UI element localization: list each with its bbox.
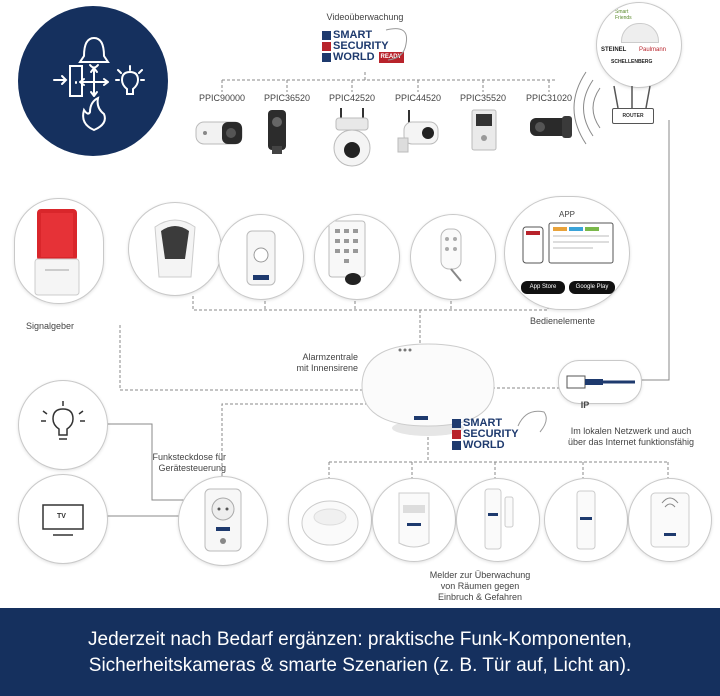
ip-circle (558, 360, 642, 404)
motion-detector-circle (372, 478, 456, 562)
camera-ppic42520-icon (333, 108, 371, 167)
alarmzentrale-label-1: Alarmzentrale (302, 352, 358, 362)
ip-description-2: über das Internet funktionsfähig (567, 437, 695, 447)
siren-circle (14, 198, 104, 304)
camera-ppic36520-icon (268, 110, 286, 154)
smart-friends-hub-icon (621, 23, 659, 43)
move-arrows-icon (79, 67, 109, 97)
logo-square-icon (452, 419, 461, 428)
remote-circle (410, 214, 496, 300)
vibration-sensor-circle (544, 478, 628, 562)
lamp-circle (18, 380, 108, 470)
funksteckdose-label-2: Gerätesteuerung (158, 463, 226, 473)
google-play-badge[interactable]: Google Play (569, 281, 615, 294)
water-detector-icon (650, 492, 690, 548)
signalgeber-label: Signalgeber (26, 321, 75, 331)
banner-line-1: Jederzeit nach Bedarf ergänzen: praktisc… (88, 629, 632, 650)
melder-label-3: Einbruch & Gefahren (437, 592, 523, 602)
scenarios-icon-circle (18, 6, 168, 156)
camera-label-6: PPIC31020 (525, 93, 573, 103)
melder-label-1: Melder zur Überwachung (429, 570, 531, 580)
alarm-hub-icon (361, 343, 495, 436)
funksteckdose-label-1: Funksteckdose für (152, 452, 226, 462)
camera-label-3: PPIC42520 (328, 93, 376, 103)
app-store-badge[interactable]: App Store (521, 281, 565, 294)
melder-label-2: von Räumen gegen (440, 581, 520, 591)
tv-label: TV (57, 513, 66, 520)
camera-label-4: PPIC44520 (394, 93, 442, 103)
camera-ppic31020-icon (530, 116, 572, 138)
smoke-detector-icon (301, 500, 359, 546)
keypad-icon (328, 220, 366, 285)
camera-ppic44520-icon (397, 110, 439, 153)
partner-logos-circle: Smart Friends STEINEL Paulmann SCHELLENB… (596, 2, 682, 88)
light-bulb-icon (115, 65, 145, 95)
door-exit-icon (53, 65, 83, 97)
outdoor-siren-circle (128, 202, 222, 296)
camera-ppic35520-icon (471, 109, 497, 151)
doorbell-icon (246, 230, 276, 286)
smart-plug-circle (178, 476, 268, 566)
fire-icon (82, 96, 106, 132)
cable-icon (517, 410, 547, 433)
logo-lock-icon (452, 430, 461, 439)
water-detector-circle (628, 478, 712, 562)
app-label: APP (558, 210, 575, 219)
camera-ppic90000-icon (195, 121, 243, 145)
light-bulb-icon (41, 401, 85, 440)
router-icon: ROUTER (612, 108, 654, 124)
doorbell-circle (218, 214, 304, 300)
cable-icon (385, 28, 408, 61)
schellenberg-logo: SCHELLENBERG (611, 59, 653, 65)
ip-label: IP (580, 400, 590, 410)
bottom-banner: Jederzeit nach Bedarf ergänzen: praktisc… (0, 608, 720, 696)
steinel-logo: STEINEL (601, 47, 627, 53)
paulmann-logo: Paulmann (639, 47, 667, 53)
logo-lock-icon (322, 42, 331, 51)
logo-globe-icon (452, 441, 461, 450)
smart-security-world-logo: SMART SECURITY WORLD (452, 418, 519, 451)
siren-device-icon (34, 209, 80, 296)
door-contact-circle (456, 478, 540, 562)
camera-label-5: PPIC35520 (459, 93, 507, 103)
banner-line-2: Sicherheitskameras & smarte Szenarien (z… (88, 655, 632, 676)
router-antennas-icon (613, 85, 651, 109)
camera-label-2: PPIC36520 (263, 93, 311, 103)
tv-icon (42, 504, 84, 536)
keypad-circle (314, 214, 400, 300)
motion-detector-icon (398, 492, 430, 548)
smart-plug-icon (204, 488, 242, 552)
app-circle: APP App Store Google Play (504, 196, 630, 310)
remote-control-icon (440, 228, 462, 282)
bedienelemente-label: Bedienelemente (530, 316, 596, 326)
scenario-icons (53, 36, 145, 132)
smart-friends-logo: Smart Friends (615, 9, 632, 21)
logo-square-icon (322, 31, 331, 40)
alarmzentrale-label-2: mit Innensirene (296, 363, 358, 373)
camera-label-1: PPIC90000 (198, 93, 246, 103)
ethernet-cable-icon (566, 375, 635, 389)
tv-circle: TV (18, 474, 108, 564)
outdoor-siren-icon (154, 219, 196, 278)
smoke-detector-circle (288, 478, 372, 562)
ip-description-1: Im lokalen Netzwerk und auch (570, 426, 692, 436)
camera-lineup (195, 108, 572, 167)
logo-globe-icon (322, 53, 331, 62)
video-heading: Videoüberwachung (326, 12, 404, 22)
bell-icon (78, 36, 110, 69)
door-contact-icon (484, 488, 514, 550)
app-screens-icon (522, 222, 614, 264)
vibration-sensor-icon (576, 490, 596, 550)
